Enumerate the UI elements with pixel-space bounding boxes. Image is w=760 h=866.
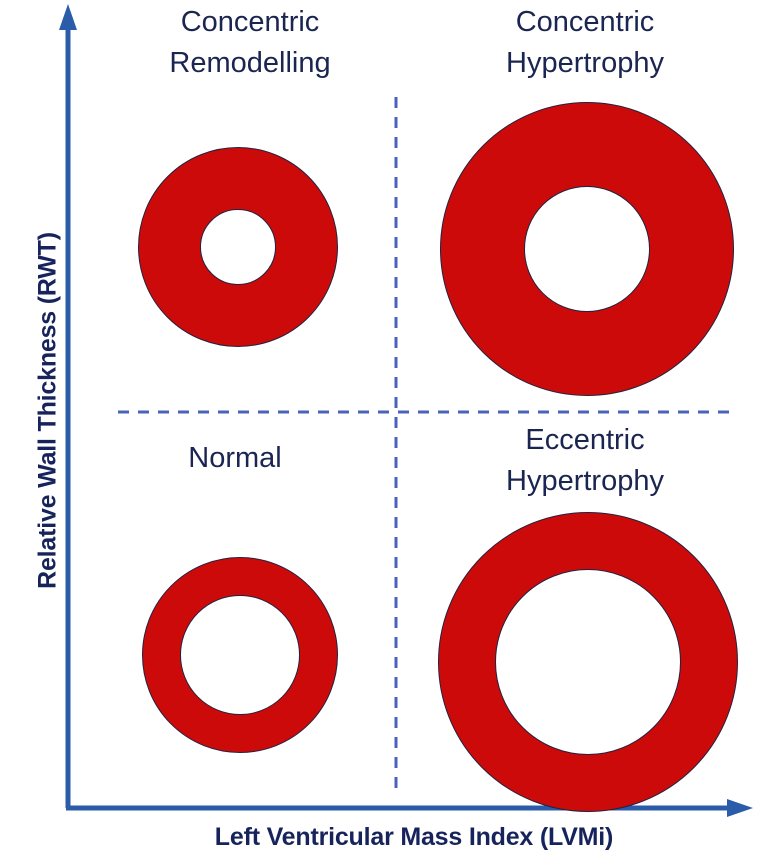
quadrant-label-normal: Normal bbox=[188, 442, 282, 474]
y-axis-arrowhead bbox=[59, 4, 77, 30]
ventricle-ring-concentric-remodelling bbox=[138, 147, 338, 347]
x-axis-title: Left Ventricular Mass Index (LVMi) bbox=[214, 823, 614, 851]
ventricle-ring-concentric-hypertrophy bbox=[440, 102, 734, 396]
quadrant-label-concentric-hypertrophy: Concentric Hypertrophy bbox=[506, 6, 664, 80]
ventricle-cavity bbox=[495, 569, 681, 755]
ventricle-cavity bbox=[524, 186, 650, 312]
ventricle-cavity bbox=[200, 209, 276, 285]
y-axis-title: Relative Wall Thickness (RWT) bbox=[33, 232, 62, 589]
quadrant-label-eccentric-hypertrophy: Eccentric Hypertrophy bbox=[506, 424, 664, 498]
x-axis-arrowhead bbox=[727, 799, 753, 817]
ventricle-ring-eccentric-hypertrophy bbox=[438, 512, 738, 812]
ventricle-ring-normal bbox=[142, 557, 338, 753]
ventricle-cavity bbox=[180, 595, 300, 715]
quadrant-label-concentric-remodelling: Concentric Remodelling bbox=[169, 6, 331, 80]
